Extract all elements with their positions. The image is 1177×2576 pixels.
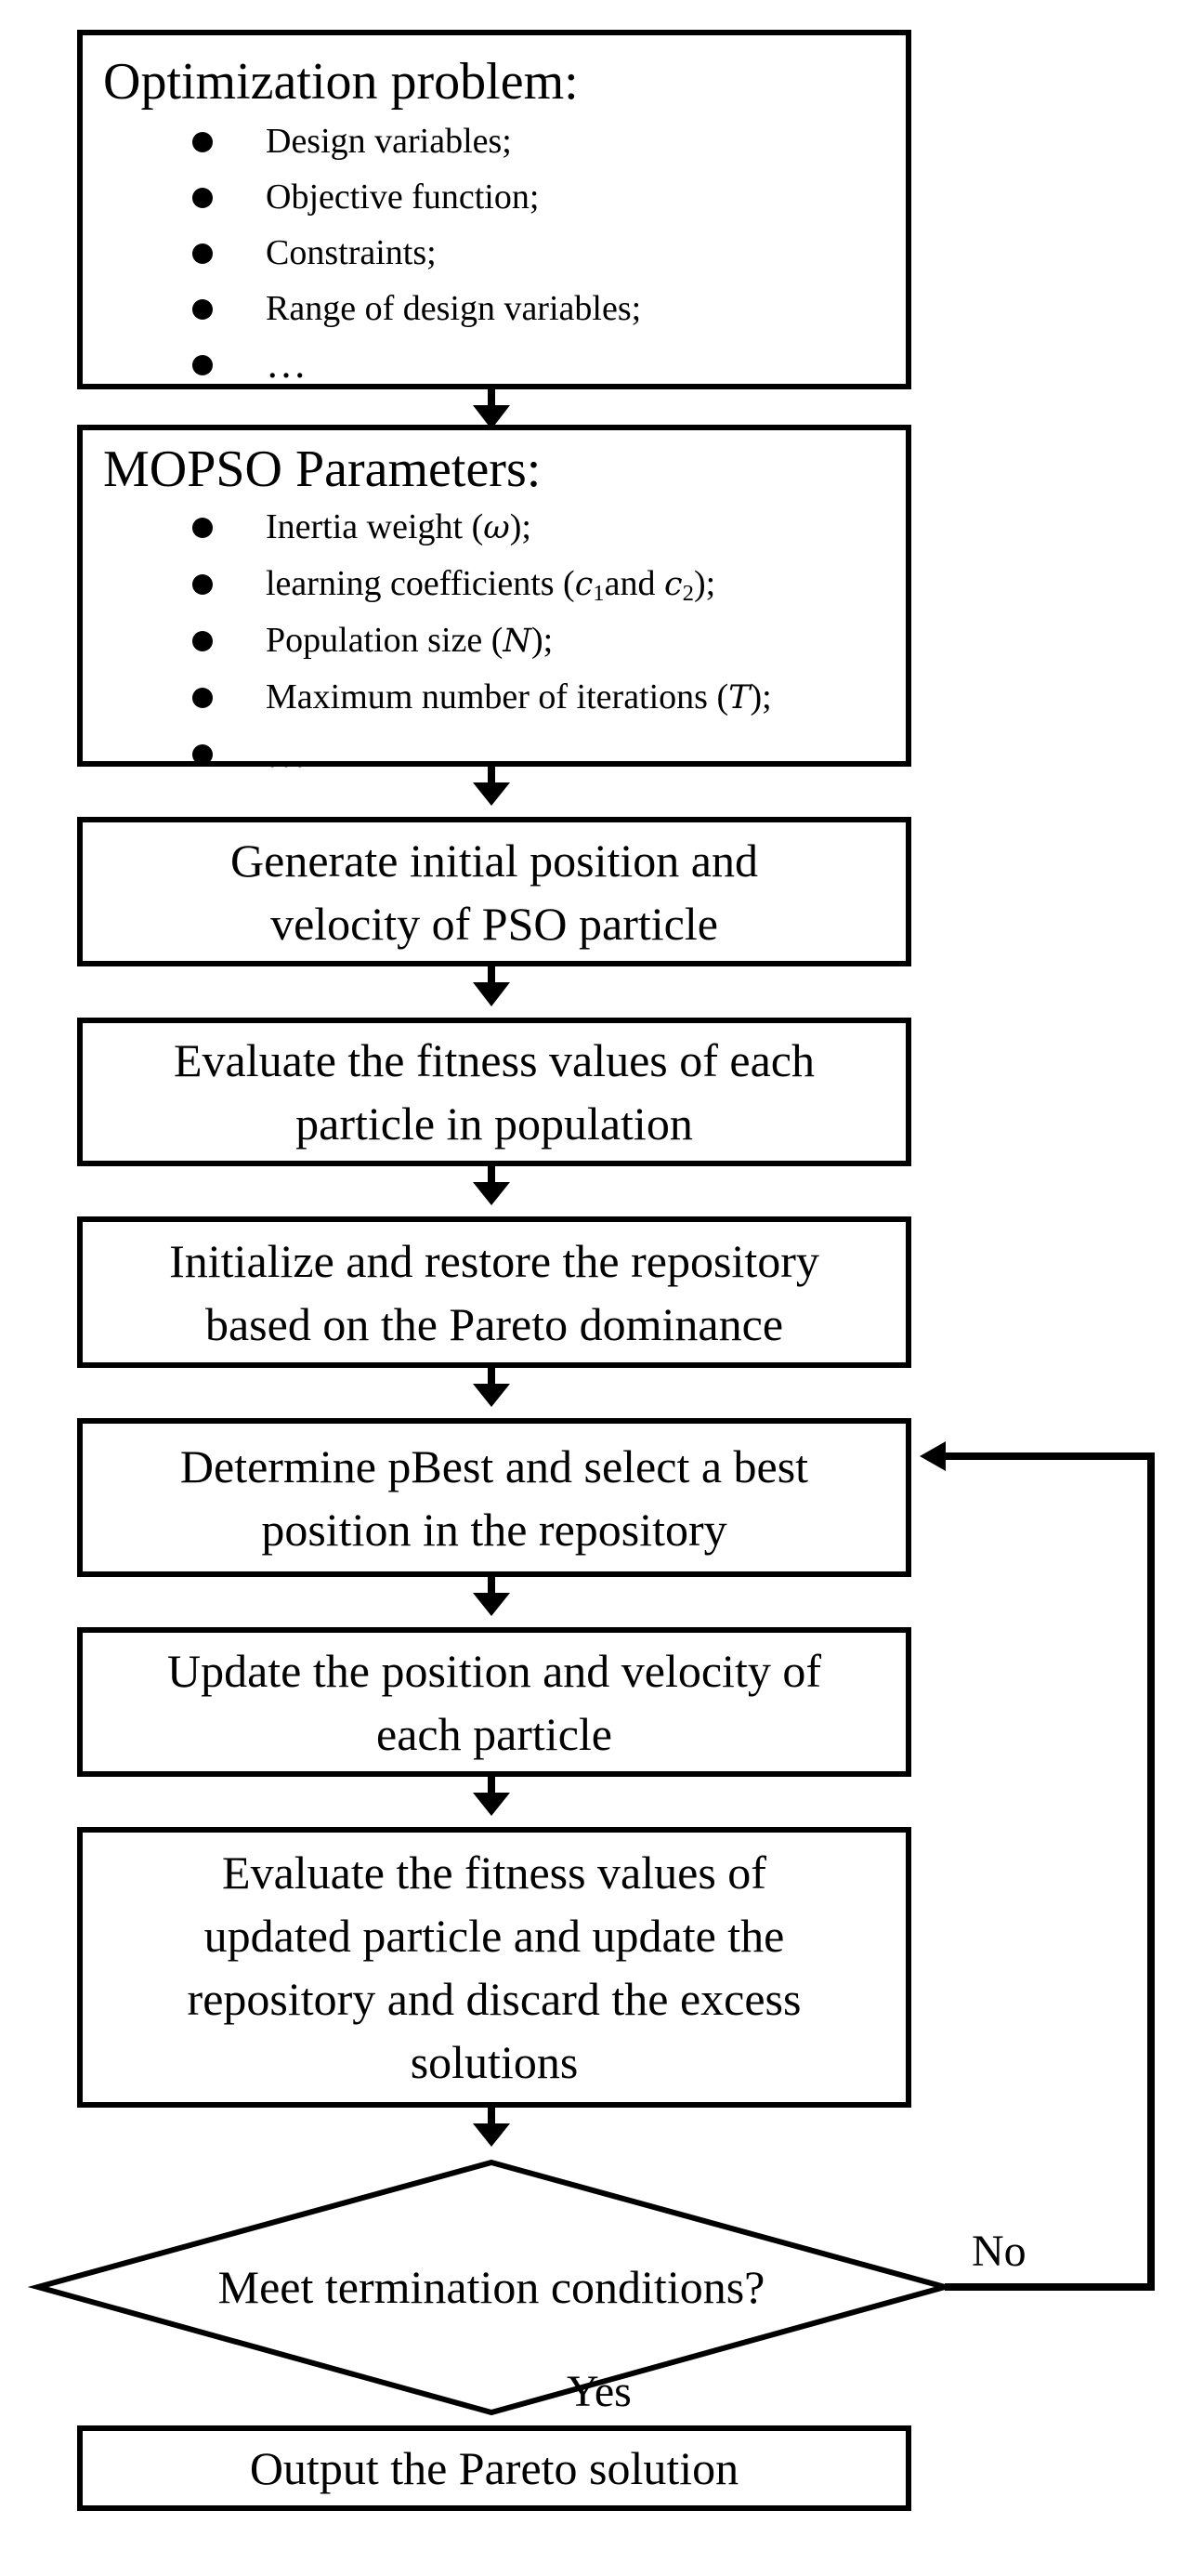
- arrow-evaluate-to-init: [488, 1164, 495, 1182]
- list-item: …: [83, 336, 906, 394]
- arrow-problem-to-params: [488, 388, 495, 405]
- bullet-icon: [192, 688, 213, 708]
- bullet-icon: [192, 355, 213, 375]
- bullet-icon: [192, 243, 213, 264]
- arrow-evaluate2-to-decision: [488, 2106, 495, 2123]
- bullet-icon: [192, 744, 213, 765]
- arrow-init-to-pbest: [488, 1366, 495, 1384]
- bullet-icon: [192, 132, 213, 152]
- yes-label: Yes: [567, 2367, 632, 2416]
- bullet-icon: [192, 631, 213, 651]
- update-position-velocity-box: Update the position and velocity of each…: [77, 1627, 911, 1777]
- evaluate-update-repository-box: Evaluate the fitness values of updated p…: [77, 1827, 911, 2108]
- bullet-icon: [192, 188, 213, 208]
- output-pareto-box: Output the Pareto solution: [77, 2425, 911, 2511]
- decision-text: Meet termination conditions?: [217, 2261, 765, 2313]
- loop-no-arrowhead: [920, 1441, 946, 1471]
- bullet-icon: [192, 518, 213, 538]
- bullet-icon: [192, 299, 213, 320]
- no-label: No: [972, 2227, 1027, 2276]
- list-item: Constraints;: [83, 225, 906, 281]
- optimization-problem-title: Optimization problem:: [103, 53, 579, 111]
- bullet-icon: [192, 574, 213, 595]
- arrow-pbest-to-update: [488, 1575, 495, 1593]
- decision-diamond: [27, 2159, 956, 2416]
- mopso-parameters-box: MOPSO Parameters: Inertia weight (ω); le…: [77, 425, 911, 776]
- loop-no-top: [943, 1452, 1155, 1460]
- generate-initial-position-box: Generate initial position and velocity o…: [77, 817, 911, 966]
- optimization-problem-list: Design variables; Objective function; Co…: [83, 113, 906, 394]
- initialize-repository-box: Initialize and restore the repository ba…: [77, 1216, 911, 1368]
- list-item: …: [83, 726, 906, 783]
- loop-no-horizontal: [945, 2283, 1155, 2291]
- determine-pbest-box: Determine pBest and select a best positi…: [77, 1418, 911, 1577]
- loop-no-vertical: [1147, 1452, 1155, 2291]
- list-item: learning coefficients (c1and c2);: [83, 556, 906, 612]
- list-item: Inertia weight (ω);: [83, 499, 906, 556]
- list-item: Maximum number of iterations (T);: [83, 669, 906, 726]
- list-item: Population size (N);: [83, 612, 906, 669]
- arrow-generate-to-evaluate: [488, 965, 495, 982]
- list-item: Range of design variables;: [83, 281, 906, 336]
- arrow-update-to-evaluate2: [488, 1775, 495, 1793]
- list-item: Design variables;: [83, 113, 906, 169]
- evaluate-fitness-box: Evaluate the fitness values of each part…: [77, 1018, 911, 1166]
- list-item: Objective function;: [83, 169, 906, 225]
- mopso-parameters-list: Inertia weight (ω); learning coefficient…: [83, 499, 906, 783]
- optimization-problem-box: Optimization problem: Design variables; …: [77, 30, 911, 389]
- arrow-params-to-generate: [488, 765, 495, 782]
- mopso-parameters-title: MOPSO Parameters:: [103, 440, 542, 498]
